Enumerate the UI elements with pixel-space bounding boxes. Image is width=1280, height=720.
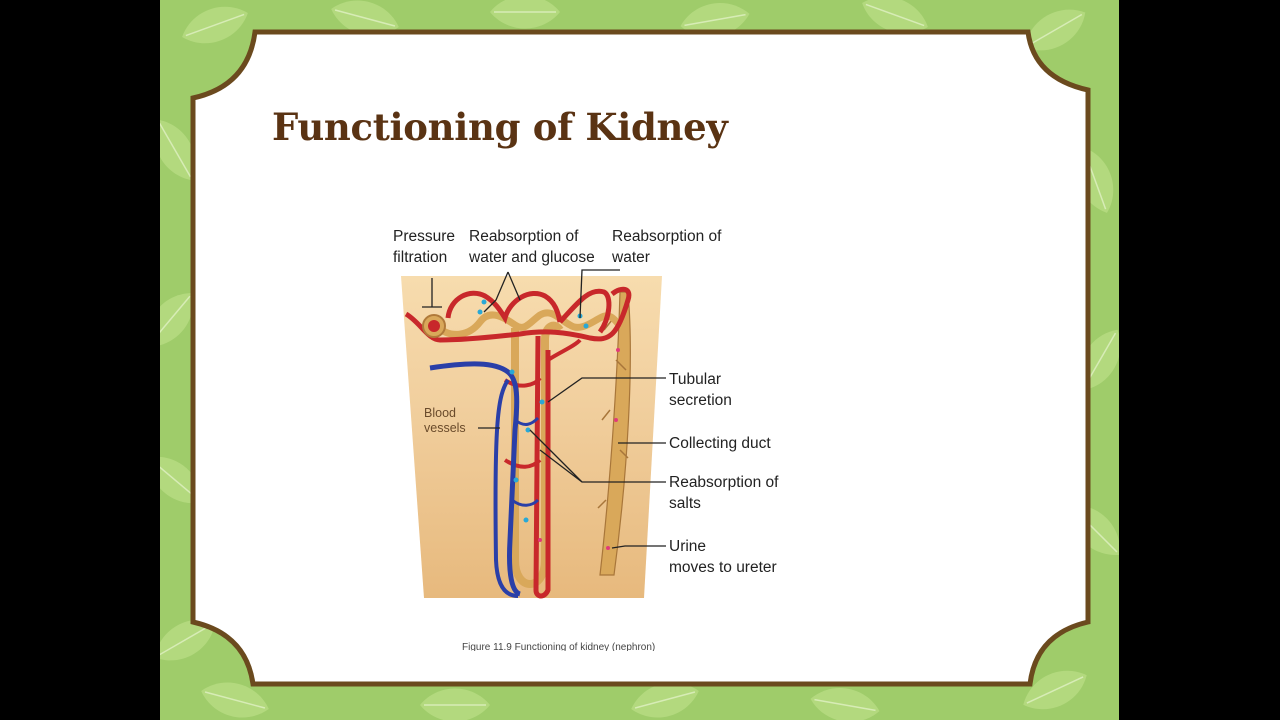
proximal-tubule [433, 309, 623, 338]
label-reabsorption-salts: Reabsorption of salts [669, 474, 779, 512]
efferent-vessel [404, 286, 632, 343]
loop-of-henle [511, 321, 564, 588]
slide-title: Functioning of Kidney [272, 105, 728, 149]
label-reabsorption-water-glucose: Reabsorption of water and glucose [469, 228, 595, 266]
label-tubular-secretion: Tubular secretion [669, 371, 732, 409]
figure-caption: Figure 11.9 Functioning of kidney (nephr… [462, 642, 656, 651]
collecting-duct [599, 291, 631, 576]
label-collecting-duct: Collecting duct [669, 435, 771, 452]
vein [429, 361, 522, 597]
tissue-background [401, 276, 662, 598]
label-reabsorption-water: Reabsorption of water [612, 228, 722, 266]
label-blood-vessels: Blood vessels [424, 406, 466, 435]
label-urine: Urine moves to ureter [669, 538, 777, 576]
label-pressure-filtration: Pressure filtration [393, 228, 456, 266]
